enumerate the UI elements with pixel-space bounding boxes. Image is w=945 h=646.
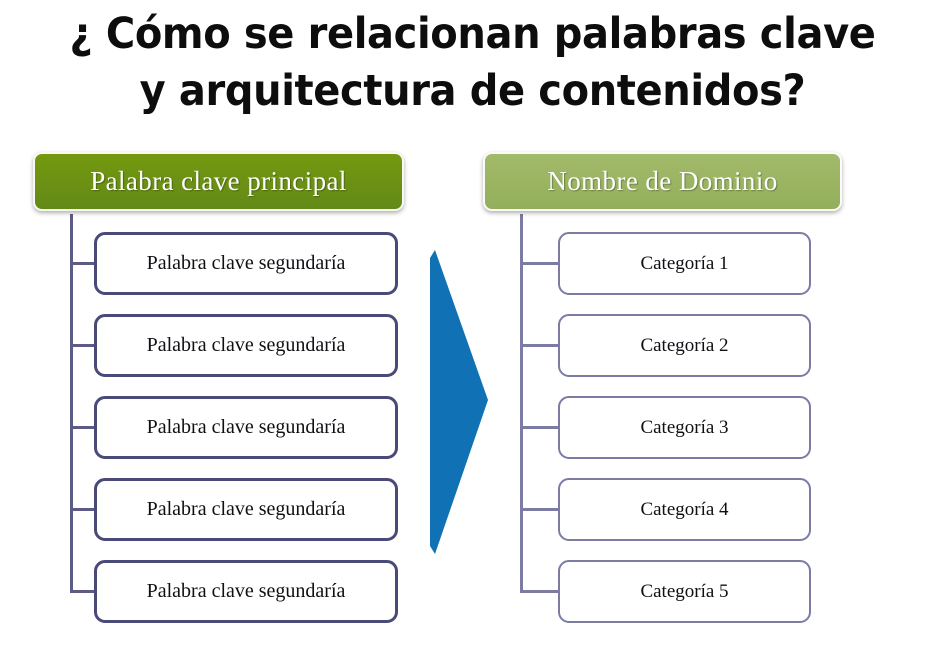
left-node-1[interactable]: Palabra clave segundaría — [94, 232, 398, 295]
right-node-4[interactable]: Categoría 4 — [558, 478, 811, 541]
left-node-3[interactable]: Palabra clave segundaría — [94, 396, 398, 459]
right-branch-connector-4 — [520, 508, 560, 511]
left-branch-connector-1 — [70, 262, 96, 265]
right-branch-connector-3 — [520, 426, 560, 429]
right-header-label: Nombre de Dominio — [547, 166, 778, 196]
right-branch-connector-1 — [520, 262, 560, 265]
page-title-line-2: y arquitectura de contenidos? — [139, 65, 806, 116]
right-branch-connector-2 — [520, 344, 560, 347]
right-node-2[interactable]: Categoría 2 — [558, 314, 811, 377]
right-node-4-label: Categoría 4 — [640, 498, 729, 520]
left-branch-connector-5 — [70, 590, 96, 593]
right-node-1[interactable]: Categoría 1 — [558, 232, 811, 295]
right-arrow-icon — [430, 250, 488, 554]
right-node-3[interactable]: Categoría 3 — [558, 396, 811, 459]
right-node-3-label: Categoría 3 — [640, 416, 729, 438]
right-node-1-label: Categoría 1 — [640, 252, 729, 274]
left-branch-connector-3 — [70, 426, 96, 429]
left-node-2[interactable]: Palabra clave segundaría — [94, 314, 398, 377]
right-node-5[interactable]: Categoría 5 — [558, 560, 811, 623]
left-branch-connector-2 — [70, 344, 96, 347]
right-trunk-connector — [520, 214, 523, 591]
left-node-3-label: Palabra clave segundaría — [146, 416, 346, 438]
left-node-4[interactable]: Palabra clave segundaría — [94, 478, 398, 541]
right-branch-connector-5 — [520, 590, 560, 593]
left-branch-connector-4 — [70, 508, 96, 511]
left-header-box[interactable]: Palabra clave principal — [33, 152, 404, 211]
page-title-line-1: ¿ Cómo se relacionan palabras clave — [69, 9, 876, 59]
left-trunk-connector — [70, 214, 73, 591]
right-node-5-label: Categoría 5 — [640, 580, 729, 602]
right-node-2-label: Categoría 2 — [640, 334, 729, 356]
page-title: ¿ Cómo se relacionan palabras clave y ar… — [33, 6, 912, 120]
right-header-box[interactable]: Nombre de Dominio — [483, 152, 842, 211]
left-node-1-label: Palabra clave segundaría — [146, 252, 346, 274]
left-node-4-label: Palabra clave segundaría — [146, 498, 346, 520]
left-header-label: Palabra clave principal — [90, 166, 347, 196]
left-node-2-label: Palabra clave segundaría — [146, 334, 346, 356]
left-node-5[interactable]: Palabra clave segundaría — [94, 560, 398, 623]
left-node-5-label: Palabra clave segundaría — [146, 580, 346, 602]
